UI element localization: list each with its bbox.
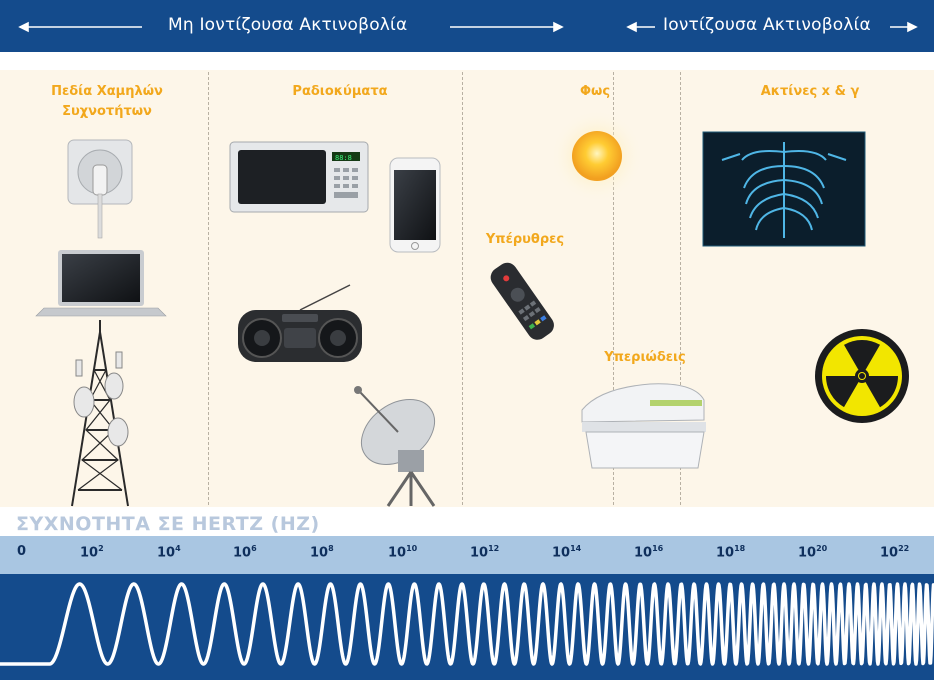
tick-label: 1016	[634, 544, 664, 561]
divider	[208, 72, 209, 505]
tick-label: 1018	[716, 544, 746, 561]
svg-text:88:8: 88:8	[335, 154, 352, 162]
smartphone-icon	[389, 157, 441, 253]
boombox-icon	[238, 284, 362, 362]
tick-label: 1010	[388, 544, 418, 561]
divider	[462, 72, 463, 505]
category-low-frequency-line1: Πεδία Χαμηλών	[51, 84, 163, 99]
remote-control-icon	[490, 262, 554, 340]
category-xgamma: Ακτίνες x & γ	[760, 84, 860, 99]
tick-label: 1020	[798, 544, 828, 561]
radiation-symbol-icon	[815, 329, 909, 423]
category-radio: Ραδιοκύματα	[292, 84, 388, 99]
tick-label-zero: 0	[17, 544, 27, 559]
header-bar	[0, 0, 934, 52]
wave-illustration	[0, 582, 934, 666]
tick-label: 102	[80, 544, 104, 561]
xray-ribcage-icon	[702, 131, 866, 247]
divider	[680, 72, 681, 505]
category-light: Φως	[579, 84, 611, 99]
illustrations: 88:8	[35, 110, 909, 507]
category-low-frequency: Πεδία Χαμηλών Συχνοτήτων	[22, 82, 192, 122]
frequency-wave	[0, 582, 934, 666]
tick-label: 1022	[880, 544, 910, 561]
tick-label: 106	[233, 544, 257, 561]
laptop-icon	[35, 250, 167, 317]
header-arrows	[18, 21, 918, 33]
sun-icon	[551, 110, 643, 202]
category-low-frequency-line2: Συχνοτήτων	[62, 104, 152, 119]
frequency-scale-bar	[0, 536, 934, 574]
tick-label: 108	[310, 544, 334, 561]
tanning-bed-icon	[581, 383, 706, 469]
frequency-title: ΣΥΧΝΟΤΗΤΑ ΣΕ HERTZ (HZ)	[16, 513, 320, 535]
tick-label: 1012	[470, 544, 500, 561]
ionizing-label: Ιοντίζουσα Ακτινοβολία	[663, 15, 871, 35]
power-outlet-icon	[67, 139, 133, 239]
tick-label: 104	[157, 544, 181, 561]
satellite-dish-icon	[354, 386, 436, 507]
tick-label: 1014	[552, 544, 582, 561]
category-infrared: Υπέρυθρες	[485, 232, 565, 247]
divider	[613, 72, 614, 505]
non-ionizing-label: Μη Ιοντίζουσα Ακτινοβολία	[168, 15, 408, 35]
category-ultraviolet: Υπεριώδεις	[604, 350, 686, 365]
tower-antennas-icon	[73, 351, 129, 447]
microwave-icon: 88:8	[229, 141, 369, 213]
